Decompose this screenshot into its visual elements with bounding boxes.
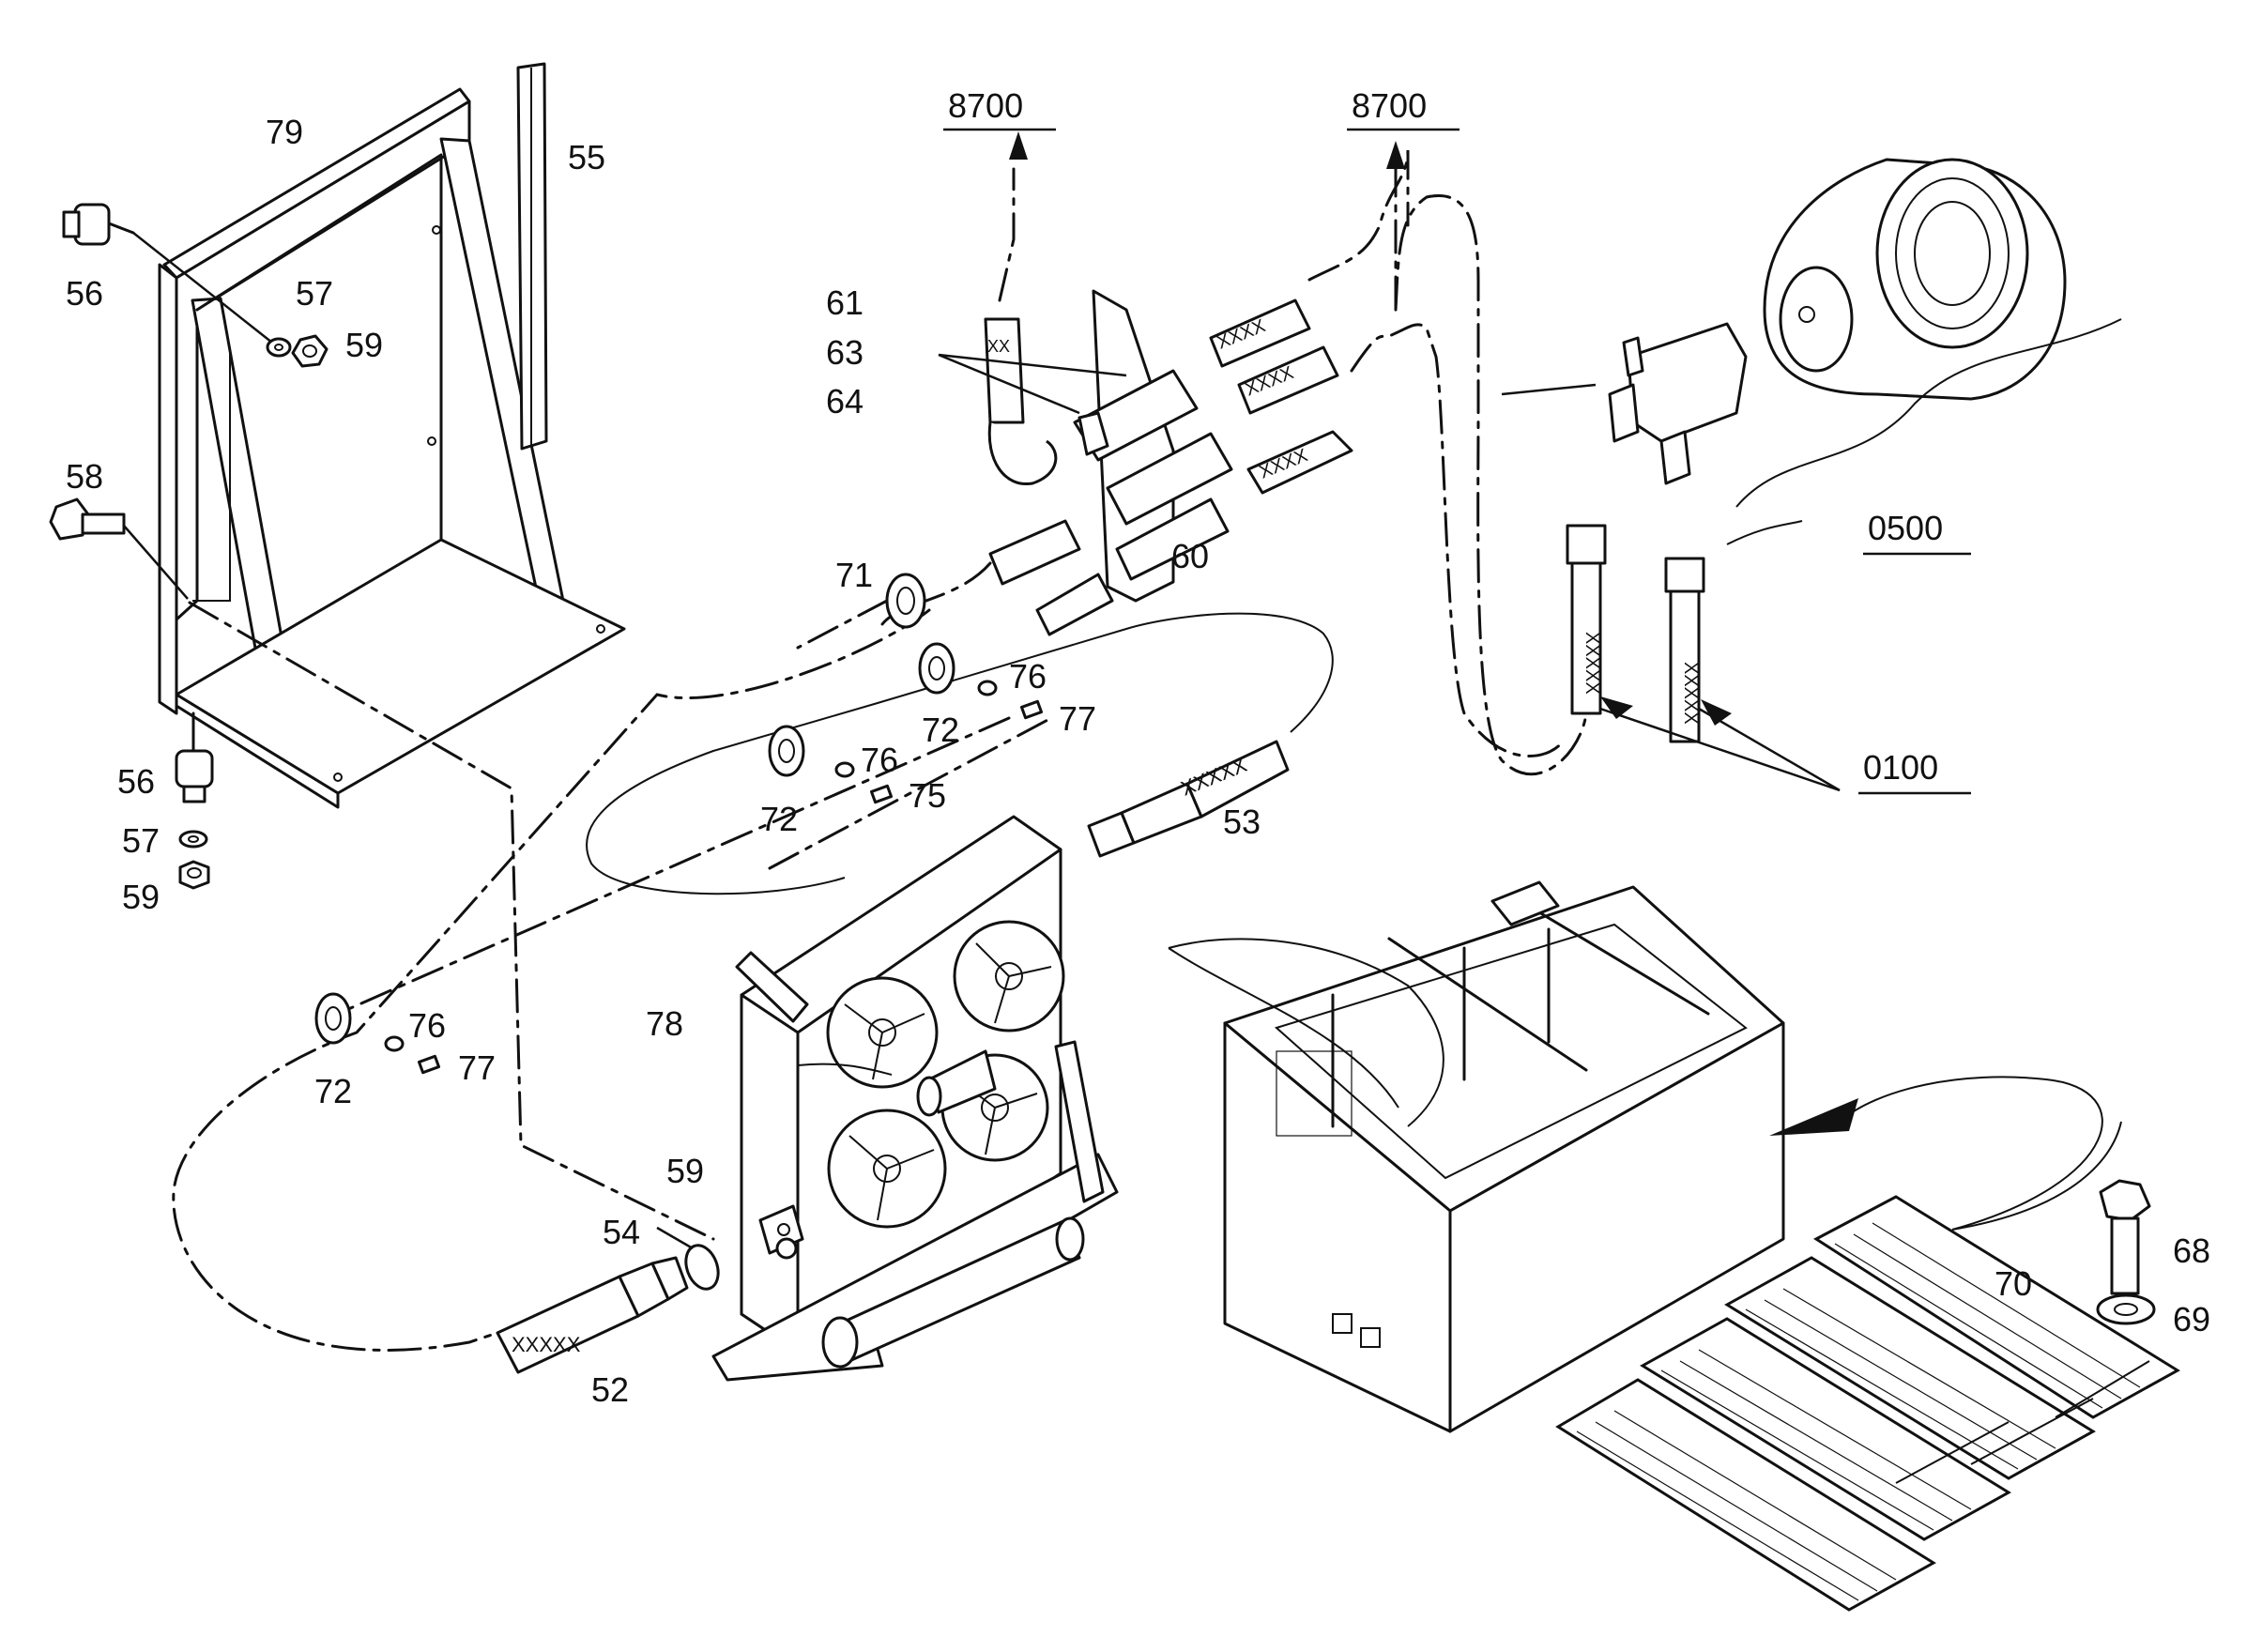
- clamp-72-middle: [768, 725, 894, 804]
- clamp-72-bottom: [314, 992, 441, 1075]
- labels: 8700 8700 0500 0100 79 55 56 57 59 58 56…: [66, 86, 2210, 1409]
- ref-label-0100: 0100: [1863, 748, 1938, 787]
- callout-59-bottom: 59: [122, 878, 160, 916]
- callout-68: 68: [2173, 1231, 2210, 1270]
- leader-54: [656, 1226, 694, 1250]
- nut-59-bottom: [178, 860, 210, 890]
- callout-56-bottom: 56: [117, 762, 155, 801]
- callout-53: 53: [1223, 803, 1261, 841]
- rubber-mount-56-bottom: [175, 711, 214, 803]
- ref-label-8700-right: 8700: [1352, 86, 1427, 125]
- callout-59-top: 59: [345, 326, 383, 364]
- callout-63: 63: [826, 333, 864, 372]
- quick-coupler-60: [1115, 497, 1230, 581]
- nut-59-top: [291, 334, 329, 368]
- ref-arrow-8700-left: [1009, 131, 1028, 160]
- washer-57-top: [266, 337, 292, 358]
- nut-59-condenser: [775, 1237, 798, 1260]
- callout-58: 58: [66, 457, 103, 496]
- mounting-bracket-79: [158, 87, 626, 809]
- callout-77-top: 77: [1059, 699, 1096, 738]
- washer-69: [2096, 1293, 2156, 1325]
- callout-71: 71: [835, 556, 873, 594]
- hoses-0100: XXXXX XXXXX: [1566, 524, 1705, 743]
- callout-76-top: 76: [1009, 657, 1047, 696]
- clamp-72-top: [918, 642, 1044, 720]
- rubber-mount-56-top: [62, 203, 273, 344]
- callout-78: 78: [646, 1004, 683, 1043]
- svg-text:XXXXX: XXXXX: [512, 1333, 581, 1356]
- callout-72-middle: 72: [760, 800, 798, 838]
- callout-79: 79: [266, 113, 303, 151]
- hose-61: XX: [984, 317, 1058, 486]
- callout-72-top: 72: [922, 711, 959, 749]
- callout-69: 69: [2173, 1300, 2210, 1338]
- callout-72-bottom: 72: [314, 1072, 352, 1110]
- routing-lines: [172, 149, 1588, 1352]
- svg-text:XXXXX: XXXXX: [1582, 632, 1602, 695]
- frame-box: [1168, 880, 1785, 1433]
- callout-76-middle: 76: [861, 741, 898, 779]
- washer-57-bottom: [178, 830, 208, 849]
- clamp-71: [885, 573, 926, 629]
- ref-arrows-0100: [1599, 696, 1841, 792]
- callout-70: 70: [1995, 1264, 2032, 1303]
- ref-label-0500: 0500: [1868, 509, 1943, 547]
- grille-panel: [1724, 1256, 2096, 1480]
- hose-stubs: XXXX XXXX XXXX: [1209, 298, 1353, 495]
- svg-text:XX: XX: [987, 337, 1010, 356]
- fittings-group: XX XXXX XXXX XXXX: [984, 289, 1353, 636]
- hose-loop: [586, 612, 1334, 895]
- quick-coupler-64: [1106, 432, 1233, 526]
- grille-panels-70: [1555, 1195, 2180, 1612]
- compressor-0500: [1501, 158, 2122, 545]
- ref-label-8700-left: 8700: [948, 86, 1023, 125]
- callout-59-condenser: 59: [666, 1152, 704, 1190]
- insert-arrow: [1769, 1076, 2122, 1231]
- grille-panel: [1555, 1378, 1936, 1612]
- grille-panel: [1813, 1195, 2180, 1419]
- callout-60: 60: [1171, 537, 1209, 575]
- quick-coupler-63: [1073, 369, 1199, 462]
- condenser-unit-78: [711, 815, 1119, 1382]
- hose-52: XXXXX: [496, 1256, 689, 1374]
- callout-56-top: 56: [66, 274, 103, 313]
- callout-52: 52: [591, 1370, 629, 1409]
- callout-75: 75: [909, 776, 946, 815]
- callout-64: 64: [826, 382, 864, 421]
- callout-76-bottom: 76: [408, 1006, 446, 1045]
- callout-61: 61: [826, 283, 864, 322]
- callout-57-top: 57: [296, 274, 333, 313]
- callout-57-bottom: 57: [122, 821, 160, 860]
- svg-text:XXXXX: XXXXX: [1680, 662, 1701, 725]
- adapter-71-fittings: [988, 519, 1114, 636]
- bolt-68: [2099, 1179, 2151, 1295]
- callout-77-bottom: 77: [458, 1048, 496, 1087]
- ref-arrow-8700-right: [1386, 141, 1405, 169]
- strip-55: [516, 62, 548, 451]
- callout-54: 54: [603, 1213, 640, 1251]
- callout-55: 55: [568, 138, 605, 176]
- leader-63: [938, 353, 1127, 415]
- bolt-58: [49, 497, 189, 600]
- o-ring-54: [684, 1244, 720, 1291]
- grille-panel: [1640, 1317, 2011, 1541]
